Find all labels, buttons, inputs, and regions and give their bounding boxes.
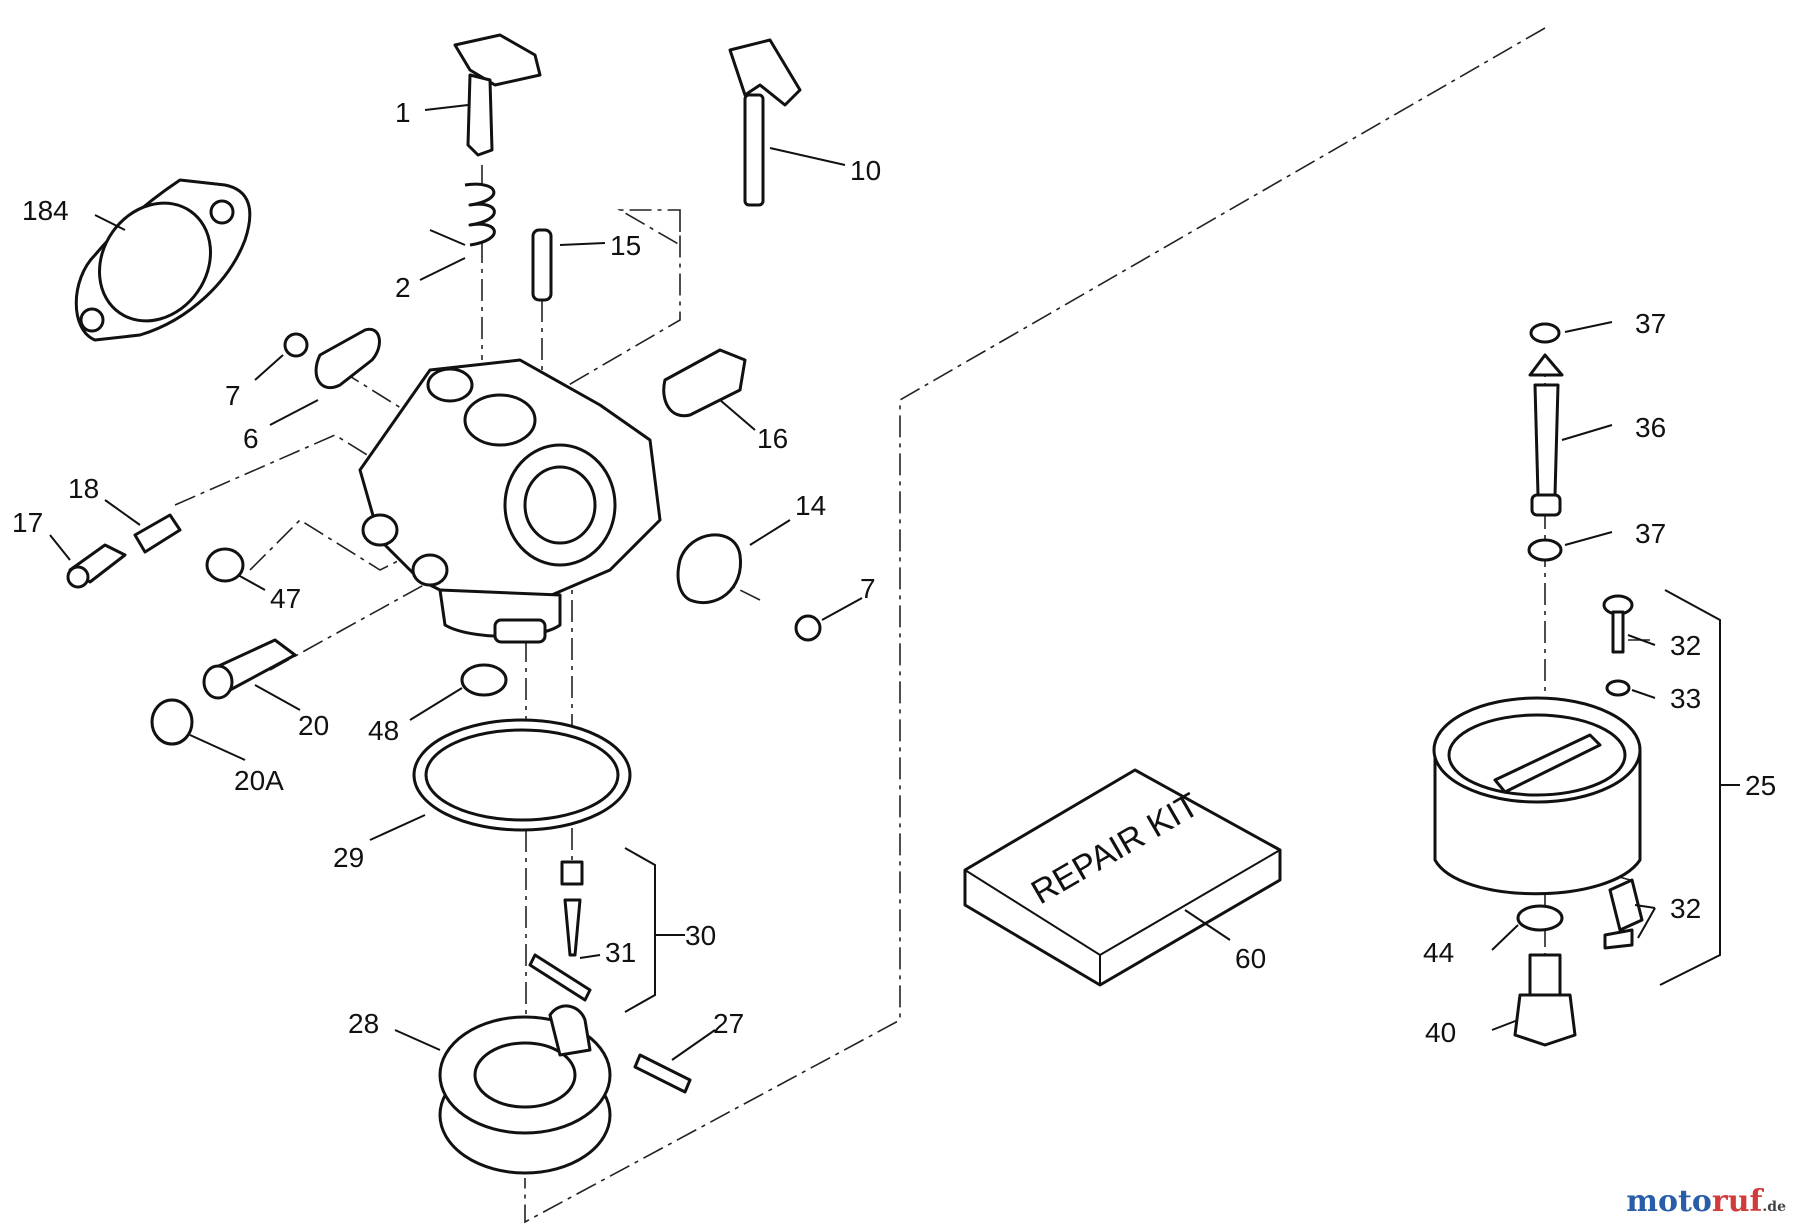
watermark-suffix: .de xyxy=(1762,1199,1786,1215)
washer-44 xyxy=(1516,904,1564,932)
pin-20 xyxy=(202,638,297,700)
callout-33: 33 xyxy=(1670,683,1701,714)
carburetor-body xyxy=(358,358,662,644)
spring-15 xyxy=(531,228,553,302)
throttle-shaft-1 xyxy=(453,33,542,157)
callout-1: 1 xyxy=(395,97,411,128)
spring-2 xyxy=(429,182,496,247)
washer-37-top xyxy=(1529,322,1561,344)
repair-kit-60 xyxy=(963,768,1282,987)
seat-48 xyxy=(460,663,508,697)
needle-31 xyxy=(528,860,592,1002)
bracket-30 xyxy=(624,847,668,1013)
callout-7-top: 7 xyxy=(225,380,241,411)
screw-17 xyxy=(66,543,127,589)
watermark-brand-b: ruf xyxy=(1711,1184,1763,1219)
bracket-25 xyxy=(1659,589,1740,986)
callout-48: 48 xyxy=(368,715,399,746)
needle-valve-36 xyxy=(1528,353,1564,517)
callout-184: 184 xyxy=(22,195,69,226)
pin-27 xyxy=(633,1053,692,1094)
callout-15: 15 xyxy=(610,230,641,261)
callout-17: 17 xyxy=(12,507,43,538)
callout-30: 30 xyxy=(685,920,716,951)
plate-6 xyxy=(314,327,381,390)
callout-labels: 1 2 6 7 10 14 15 16 17 18 184 20 20A 25 … xyxy=(12,97,1776,1048)
callout-25: 25 xyxy=(1745,770,1776,801)
float-28 xyxy=(438,1004,612,1175)
callout-37-top: 37 xyxy=(1635,308,1666,339)
callout-60: 60 xyxy=(1235,943,1266,974)
callout-2: 2 xyxy=(395,272,411,303)
watermark-brand-a: moto xyxy=(1626,1184,1712,1219)
callout-44: 44 xyxy=(1423,937,1454,968)
float-bowl-25 xyxy=(1432,696,1642,896)
callout-36: 36 xyxy=(1635,412,1666,443)
gasket-184 xyxy=(74,178,252,342)
screw-7-right xyxy=(794,614,822,642)
plug-20A xyxy=(150,698,194,746)
callout-20A: 20A xyxy=(234,765,284,796)
callout-47: 47 xyxy=(270,583,301,614)
spring-18 xyxy=(133,513,182,554)
callout-7-right: 7 xyxy=(860,573,876,604)
callout-20: 20 xyxy=(298,710,329,741)
washer-37-bottom xyxy=(1527,538,1563,562)
callout-40: 40 xyxy=(1425,1017,1456,1048)
callout-16: 16 xyxy=(757,423,788,454)
callout-32-bottom: 32 xyxy=(1670,893,1701,924)
callout-6: 6 xyxy=(243,423,259,454)
leader-lines xyxy=(49,104,1656,1061)
watermark: motoruf.de xyxy=(1626,1184,1786,1219)
callout-10: 10 xyxy=(850,155,881,186)
washer-33 xyxy=(1605,679,1631,697)
callout-32-top: 32 xyxy=(1670,630,1701,661)
choke-shaft-10 xyxy=(728,38,802,207)
spring-32-bottom xyxy=(1603,878,1644,950)
callout-28: 28 xyxy=(348,1008,379,1039)
callout-37-bottom: 37 xyxy=(1635,518,1666,549)
oring-47 xyxy=(205,547,245,583)
callout-14: 14 xyxy=(795,490,826,521)
plate-14 xyxy=(676,533,742,605)
gasket-29 xyxy=(412,718,632,832)
callout-31: 31 xyxy=(605,937,636,968)
callout-27: 27 xyxy=(713,1008,744,1039)
nut-40 xyxy=(1513,953,1577,1047)
callout-29: 29 xyxy=(333,842,364,873)
fitting-16 xyxy=(662,348,747,418)
callout-18: 18 xyxy=(68,473,99,504)
screw-7-top xyxy=(283,332,309,358)
pin-32-top xyxy=(1602,594,1634,654)
